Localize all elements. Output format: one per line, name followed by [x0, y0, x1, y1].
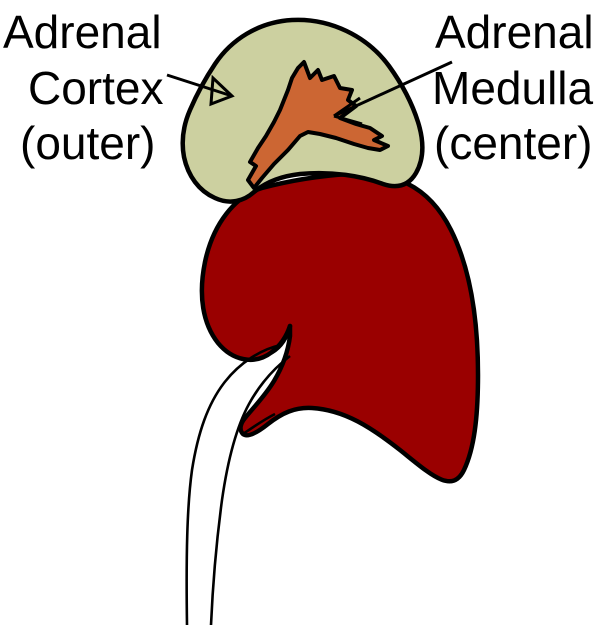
ureter-hilum-connector — [242, 412, 276, 436]
medulla-label-line-1: Adrenal — [435, 6, 594, 58]
kidney-group — [199, 171, 481, 484]
medulla-label-line-2: Medulla — [432, 62, 594, 114]
medulla-label-line-3: (center) — [434, 117, 592, 169]
medulla-leader-line — [333, 60, 453, 118]
leader-lines-group — [166, 60, 453, 126]
adrenal-gland-group — [180, 17, 425, 204]
cortex-leader-line — [166, 73, 233, 98]
ureter-inner-tube — [209, 354, 291, 625]
medulla-leader-arrowhead — [333, 96, 363, 126]
cortex-label-line-2: Cortex — [28, 62, 163, 114]
kidney-body-shape — [199, 171, 481, 484]
cortex-leader-arrowhead — [209, 74, 235, 107]
label-adrenal-cortex: Adrenal Cortex (outer) — [3, 6, 163, 169]
ureter-group — [185, 343, 291, 625]
cortex-label-line-3: (outer) — [20, 117, 155, 169]
cortex-label-line-1: Adrenal — [3, 6, 162, 58]
adrenal-medulla-shape — [246, 60, 390, 190]
kidney-hilum-notch — [269, 323, 293, 355]
ureter-outer-tube — [185, 343, 282, 625]
label-adrenal-medulla: Adrenal Medulla (center) — [432, 6, 594, 169]
